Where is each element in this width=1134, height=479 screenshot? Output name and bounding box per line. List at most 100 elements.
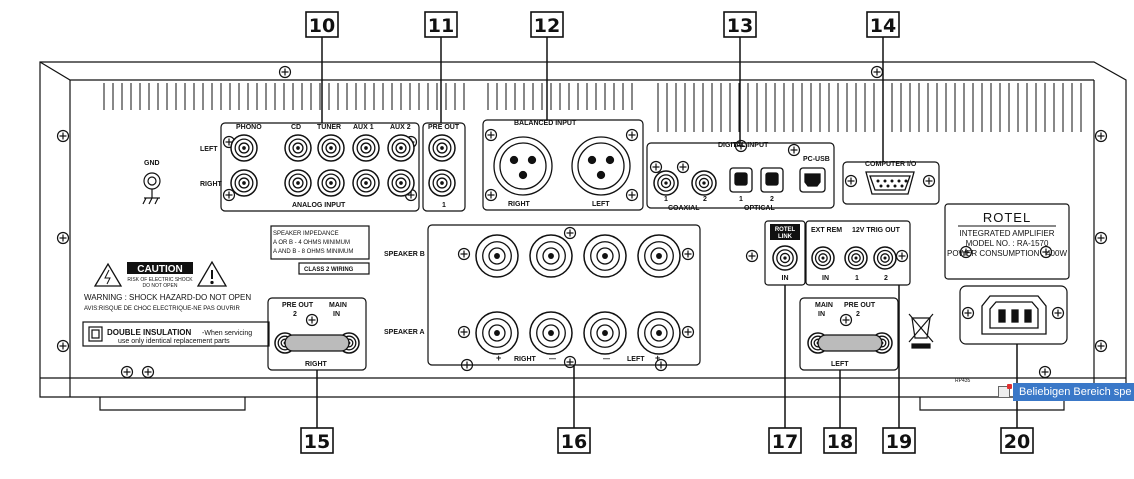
screw-icon (56, 231, 70, 245)
class2-label: CLASS 2 WIRING (304, 267, 354, 273)
screw-icon (278, 65, 292, 79)
analog-rca-jack-left (317, 134, 345, 162)
analog-rca-jack-left (352, 134, 380, 162)
screw-icon (895, 249, 909, 263)
label-plus-right: + (496, 353, 501, 363)
lightning-warning-icon (93, 262, 123, 287)
analog-rca-jack-right (230, 169, 258, 197)
label-right: RIGHT (200, 181, 223, 188)
label-optical: OPTICAL (744, 205, 775, 212)
vent-slots (103, 83, 1082, 132)
preout-jack-left (428, 134, 456, 162)
balanced-input-panel (482, 119, 644, 211)
label-speaker-a: SPEAKER A (384, 329, 425, 336)
label-analog-input: ANALOG INPUT (292, 202, 346, 209)
analog-rca-jack-left (387, 134, 415, 162)
screw-icon (1051, 306, 1065, 320)
coaxial-jack-1 (653, 170, 679, 196)
preout-panel (422, 122, 466, 212)
part-number: RP435 (955, 378, 971, 384)
callout-11: 11 (428, 15, 454, 37)
label-balanced-left: LEFT (592, 201, 610, 208)
screen-capture-tooltip[interactable]: Beliebigen Bereich spe (998, 383, 1134, 401)
callout-18: 18 (827, 431, 853, 453)
label-gnd: GND (144, 160, 160, 167)
label-ext-rem: EXT REM (811, 227, 842, 234)
screw-icon (1038, 365, 1052, 379)
callout-box-13 (723, 11, 757, 38)
screw-icon (457, 325, 471, 339)
caution-warning: WARNING : SHOCK HAZARD-DO NOT OPEN (84, 293, 251, 302)
label-balanced-right: RIGHT (508, 201, 531, 208)
label-optical-1: 1 (739, 196, 743, 203)
right-link-jumper (284, 334, 350, 352)
rca-jacks (230, 134, 897, 355)
analog-rca-jack-right (284, 169, 312, 197)
label-cd: CD (291, 124, 301, 131)
db9-connector (865, 171, 915, 195)
callout-box-16 (557, 427, 591, 454)
speaker-b-terminal (583, 234, 627, 278)
capture-tooltip-text: Beliebigen Bereich spe (1013, 383, 1134, 401)
speaker-b-terminal (475, 234, 519, 278)
nameplate-line3: POWER CONSUMPTION : 400W (947, 249, 1067, 258)
callout-14: 14 (870, 15, 896, 37)
label-aux2: AUX 2 (390, 124, 411, 131)
rotel-link-badge (770, 224, 800, 240)
nameplate-brand: ROTEL (983, 210, 1031, 225)
label-minus-right: — (549, 356, 556, 363)
label-preout-1: 1 (442, 202, 446, 209)
impedance-line1: SPEAKER IMPEDANCE (273, 231, 339, 237)
left-link-in: IN (818, 311, 825, 318)
xlr-right (493, 136, 553, 196)
chassis-top-edge (39, 61, 1094, 81)
screw-icon (120, 365, 134, 379)
screw-icon (1094, 339, 1108, 353)
callout-13: 13 (727, 15, 753, 37)
screw-icon (1094, 231, 1108, 245)
right-foot (919, 397, 1065, 411)
label-coax-1: 1 (664, 196, 668, 203)
analog-input-panel (220, 122, 420, 212)
screw-icon (681, 247, 695, 261)
chassis-outline (39, 61, 1127, 398)
rotel-link-in: IN (782, 275, 789, 282)
ext-rem-jack (811, 246, 835, 270)
label-tuner: TUNER (317, 124, 341, 131)
speaker-a-terminal (529, 311, 573, 355)
screw-icon (484, 188, 498, 202)
screw-icon (676, 160, 690, 174)
label-speaker-right: RIGHT (514, 356, 537, 363)
callout-box-20 (1000, 427, 1034, 454)
screw-icon (844, 174, 858, 188)
xlr-left (571, 136, 631, 196)
label-phono: PHONO (236, 124, 262, 131)
nameplate-line1: INTEGRATED AMPLIFIER (960, 229, 1055, 238)
label-trig-2: 2 (884, 275, 888, 282)
screw-icon (625, 188, 639, 202)
screw-icon (484, 128, 498, 142)
right-link-in: IN (333, 311, 340, 318)
label-digital-input: DIGITAL INPUT (718, 142, 769, 149)
speaker-terminal-panel (427, 224, 701, 366)
left-link-jumper (817, 334, 883, 352)
label-left: LEFT (200, 146, 218, 153)
double-insulation-icon (88, 326, 103, 342)
exclamation-warning-icon (196, 260, 228, 287)
screw-icon (457, 247, 471, 261)
callout-box-17 (768, 427, 802, 454)
screw-icon (1039, 245, 1053, 259)
label-balanced-input: BALANCED INPUT (514, 120, 577, 127)
analog-rca-jack-left (230, 134, 258, 162)
label-plus-left: + (655, 353, 660, 363)
right-link-preout: PRE OUT (282, 302, 314, 309)
capture-tool-icon[interactable] (998, 384, 1012, 398)
left-link-preout: PRE OUT (844, 302, 876, 309)
label-trig-in: IN (822, 275, 829, 282)
optical-input-1 (729, 167, 753, 193)
screw-icon (625, 128, 639, 142)
caution-french: AVIS:RISQUE DE CHOC ELECTRIQUE-NE PAS OU… (84, 306, 240, 312)
impedance-line3: A AND B - 8 OHMS MINIMUM (273, 249, 353, 255)
ac-power-inlet (981, 295, 1047, 335)
